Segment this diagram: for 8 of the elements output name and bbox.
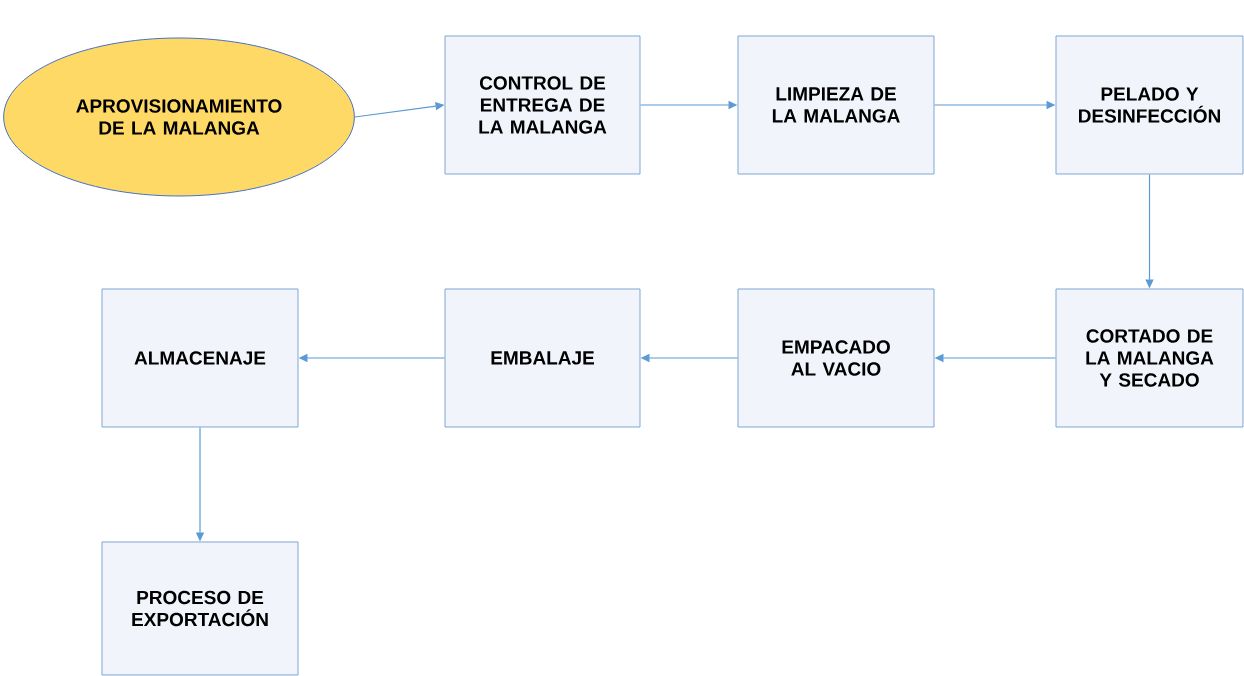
process-box: CONTROL DE ENTREGA DE LA MALANGA xyxy=(444,35,641,175)
process-box: CORTADO DE LA MALANGA Y SECADO xyxy=(1055,288,1244,428)
process-box: LIMPIEZA DE LA MALANGA xyxy=(737,35,935,175)
process-box: PELADO Y DESINFECCIÓN xyxy=(1055,35,1244,175)
process-box: ALMACENAJE xyxy=(101,288,299,428)
process-box: PROCESO DE EXPORTACIÓN xyxy=(101,541,299,676)
process-box: EMPACADO AL VACIO xyxy=(737,288,935,428)
process-box: EMBALAJE xyxy=(444,288,641,428)
